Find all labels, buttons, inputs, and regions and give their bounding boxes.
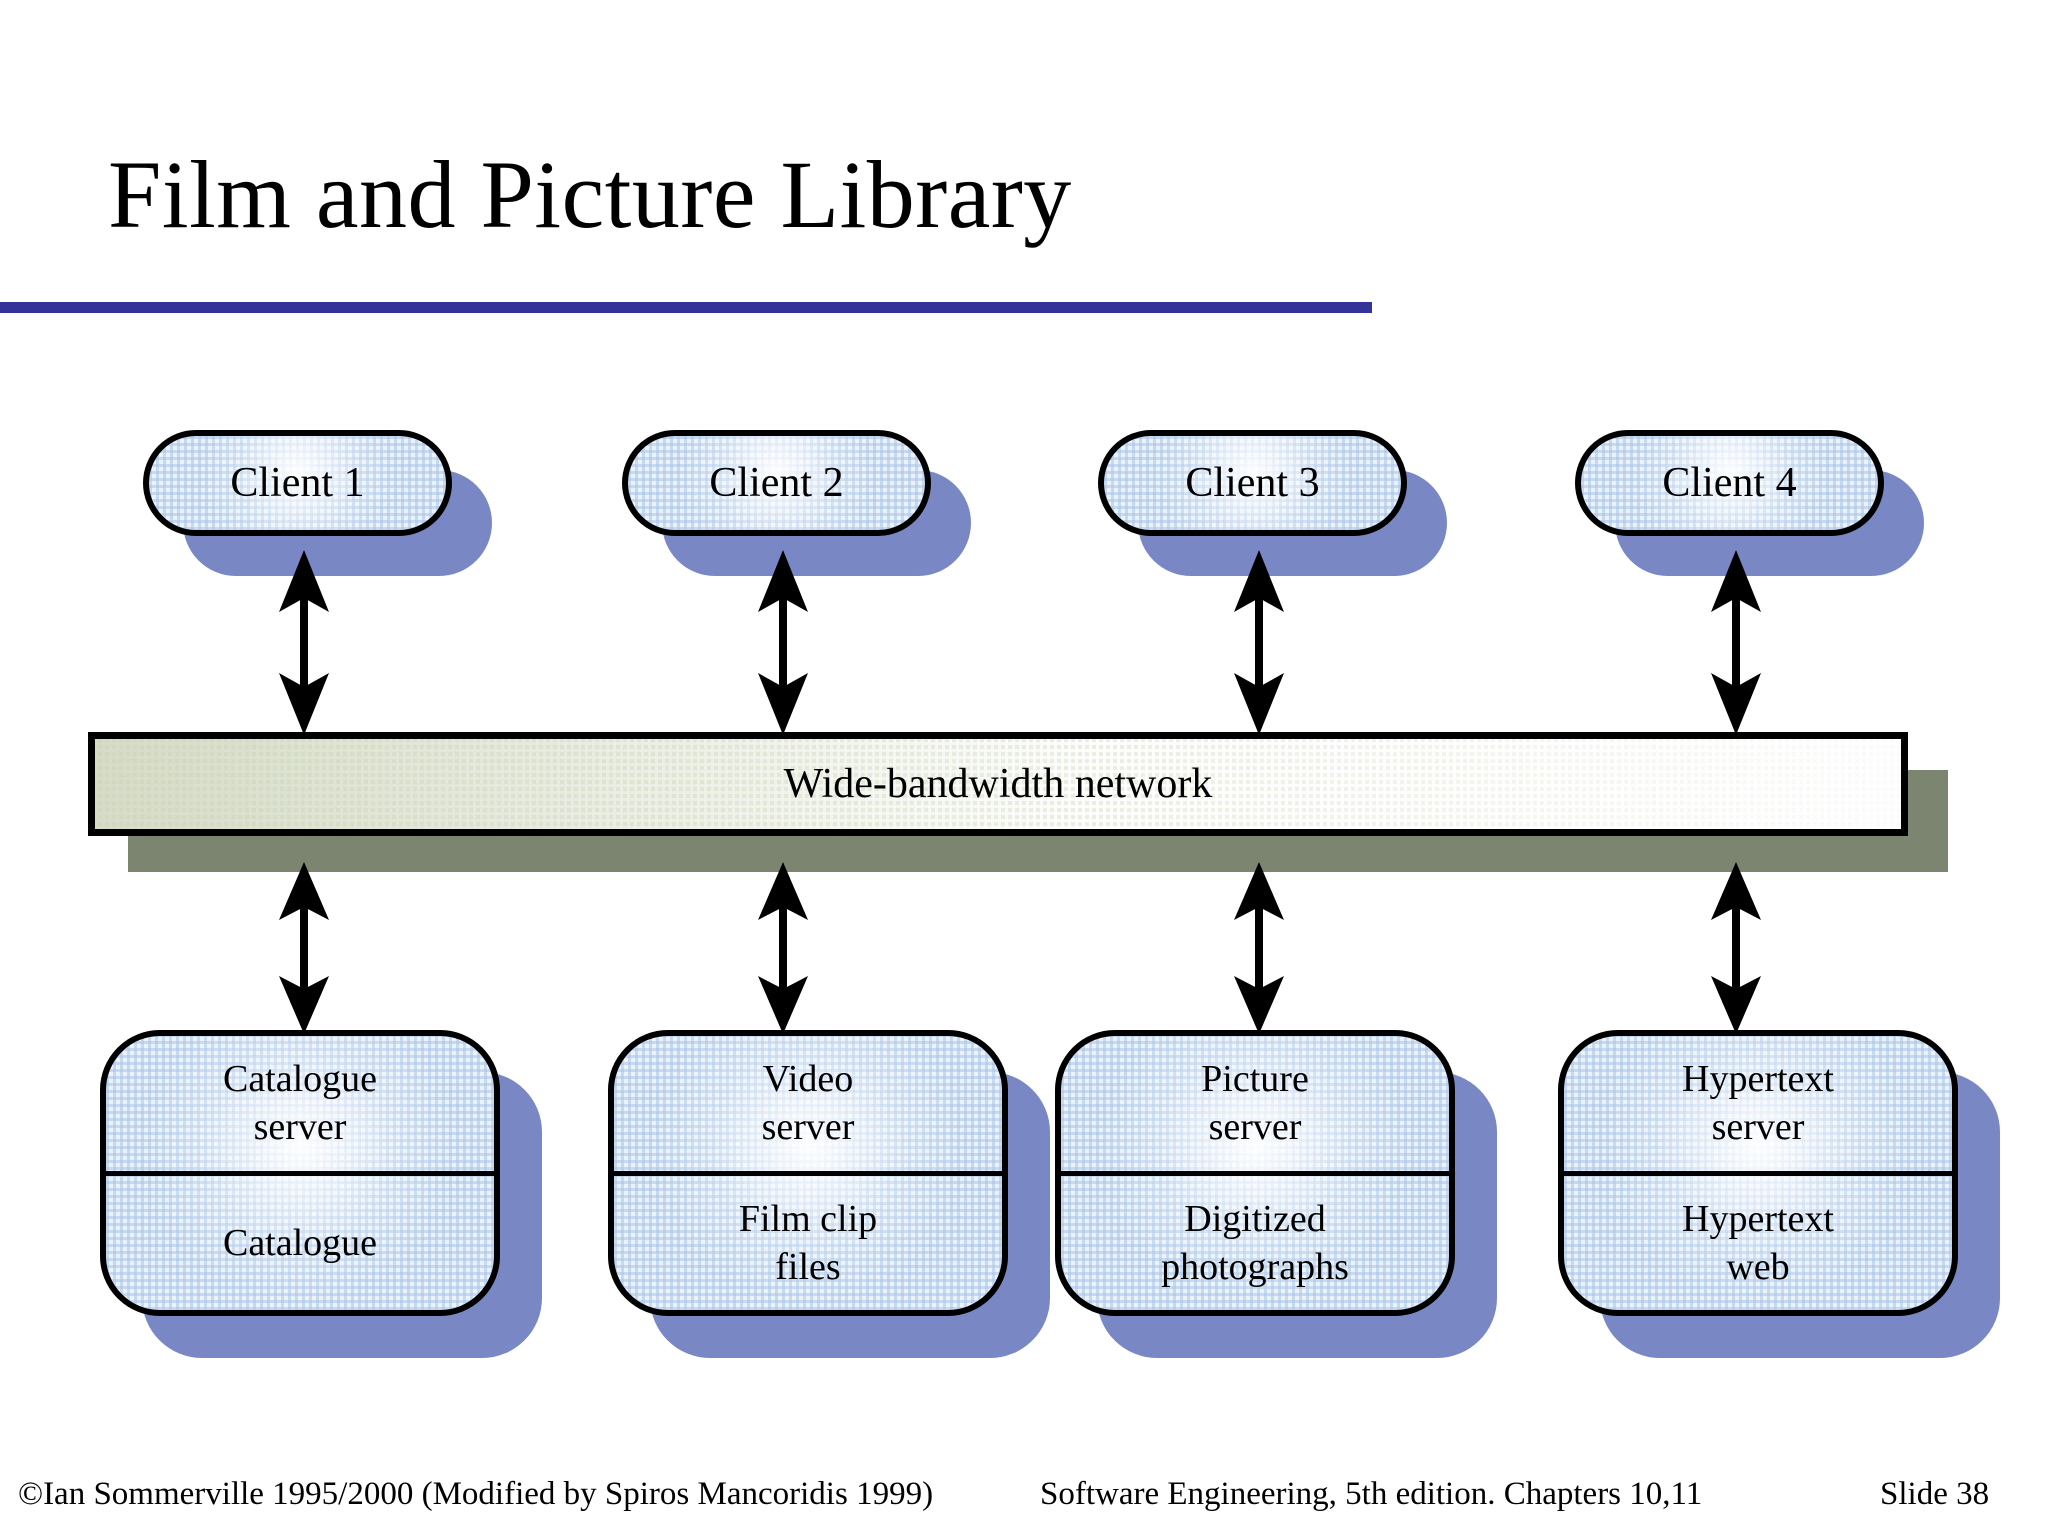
node-client-1[interactable]: Client 1 xyxy=(143,430,452,536)
connector-network-picture-server xyxy=(1234,862,1284,1034)
node-client-4-label: Client 4 xyxy=(1662,460,1797,506)
footer-copyright: ©Ian Sommerville 1995/2000 (Modified by … xyxy=(18,1476,934,1512)
footer-slide-number: Slide 38 xyxy=(1880,1476,1990,1512)
network-bar-label: Wide-bandwidth network xyxy=(783,761,1213,807)
node-wide-bandwidth-network[interactable]: Wide-bandwidth network xyxy=(88,732,1908,836)
footer-book-reference: Software Engineering, 5th edition. Chapt… xyxy=(1040,1476,1703,1512)
connector-network-hypertext-server xyxy=(1711,862,1761,1034)
node-client-3[interactable]: Client 3 xyxy=(1098,430,1407,536)
connector-client-4-network xyxy=(1711,550,1761,735)
title-underline-rule xyxy=(0,302,1372,313)
node-client-2[interactable]: Client 2 xyxy=(622,430,931,536)
node-client-4[interactable]: Client 4 xyxy=(1575,430,1884,536)
node-client-1-label: Client 1 xyxy=(230,460,365,506)
node-client-3-label: Client 3 xyxy=(1185,460,1320,506)
connector-network-video-server xyxy=(758,862,808,1034)
page-title: Film and Picture Library xyxy=(108,141,1072,248)
connector-client-2-network xyxy=(758,550,808,735)
node-catalogue-server-store: Catalogue xyxy=(106,1176,494,1311)
connector-client-3-network xyxy=(1234,550,1284,735)
node-catalogue-server-store-label: Catalogue xyxy=(222,1221,378,1264)
slide-footer: ©Ian Sommerville 1995/2000 (Modified by … xyxy=(0,1472,2048,1528)
node-client-2-label: Client 2 xyxy=(709,460,844,506)
connector-client-1-network xyxy=(279,550,329,735)
connector-network-catalogue-server xyxy=(279,862,329,1034)
